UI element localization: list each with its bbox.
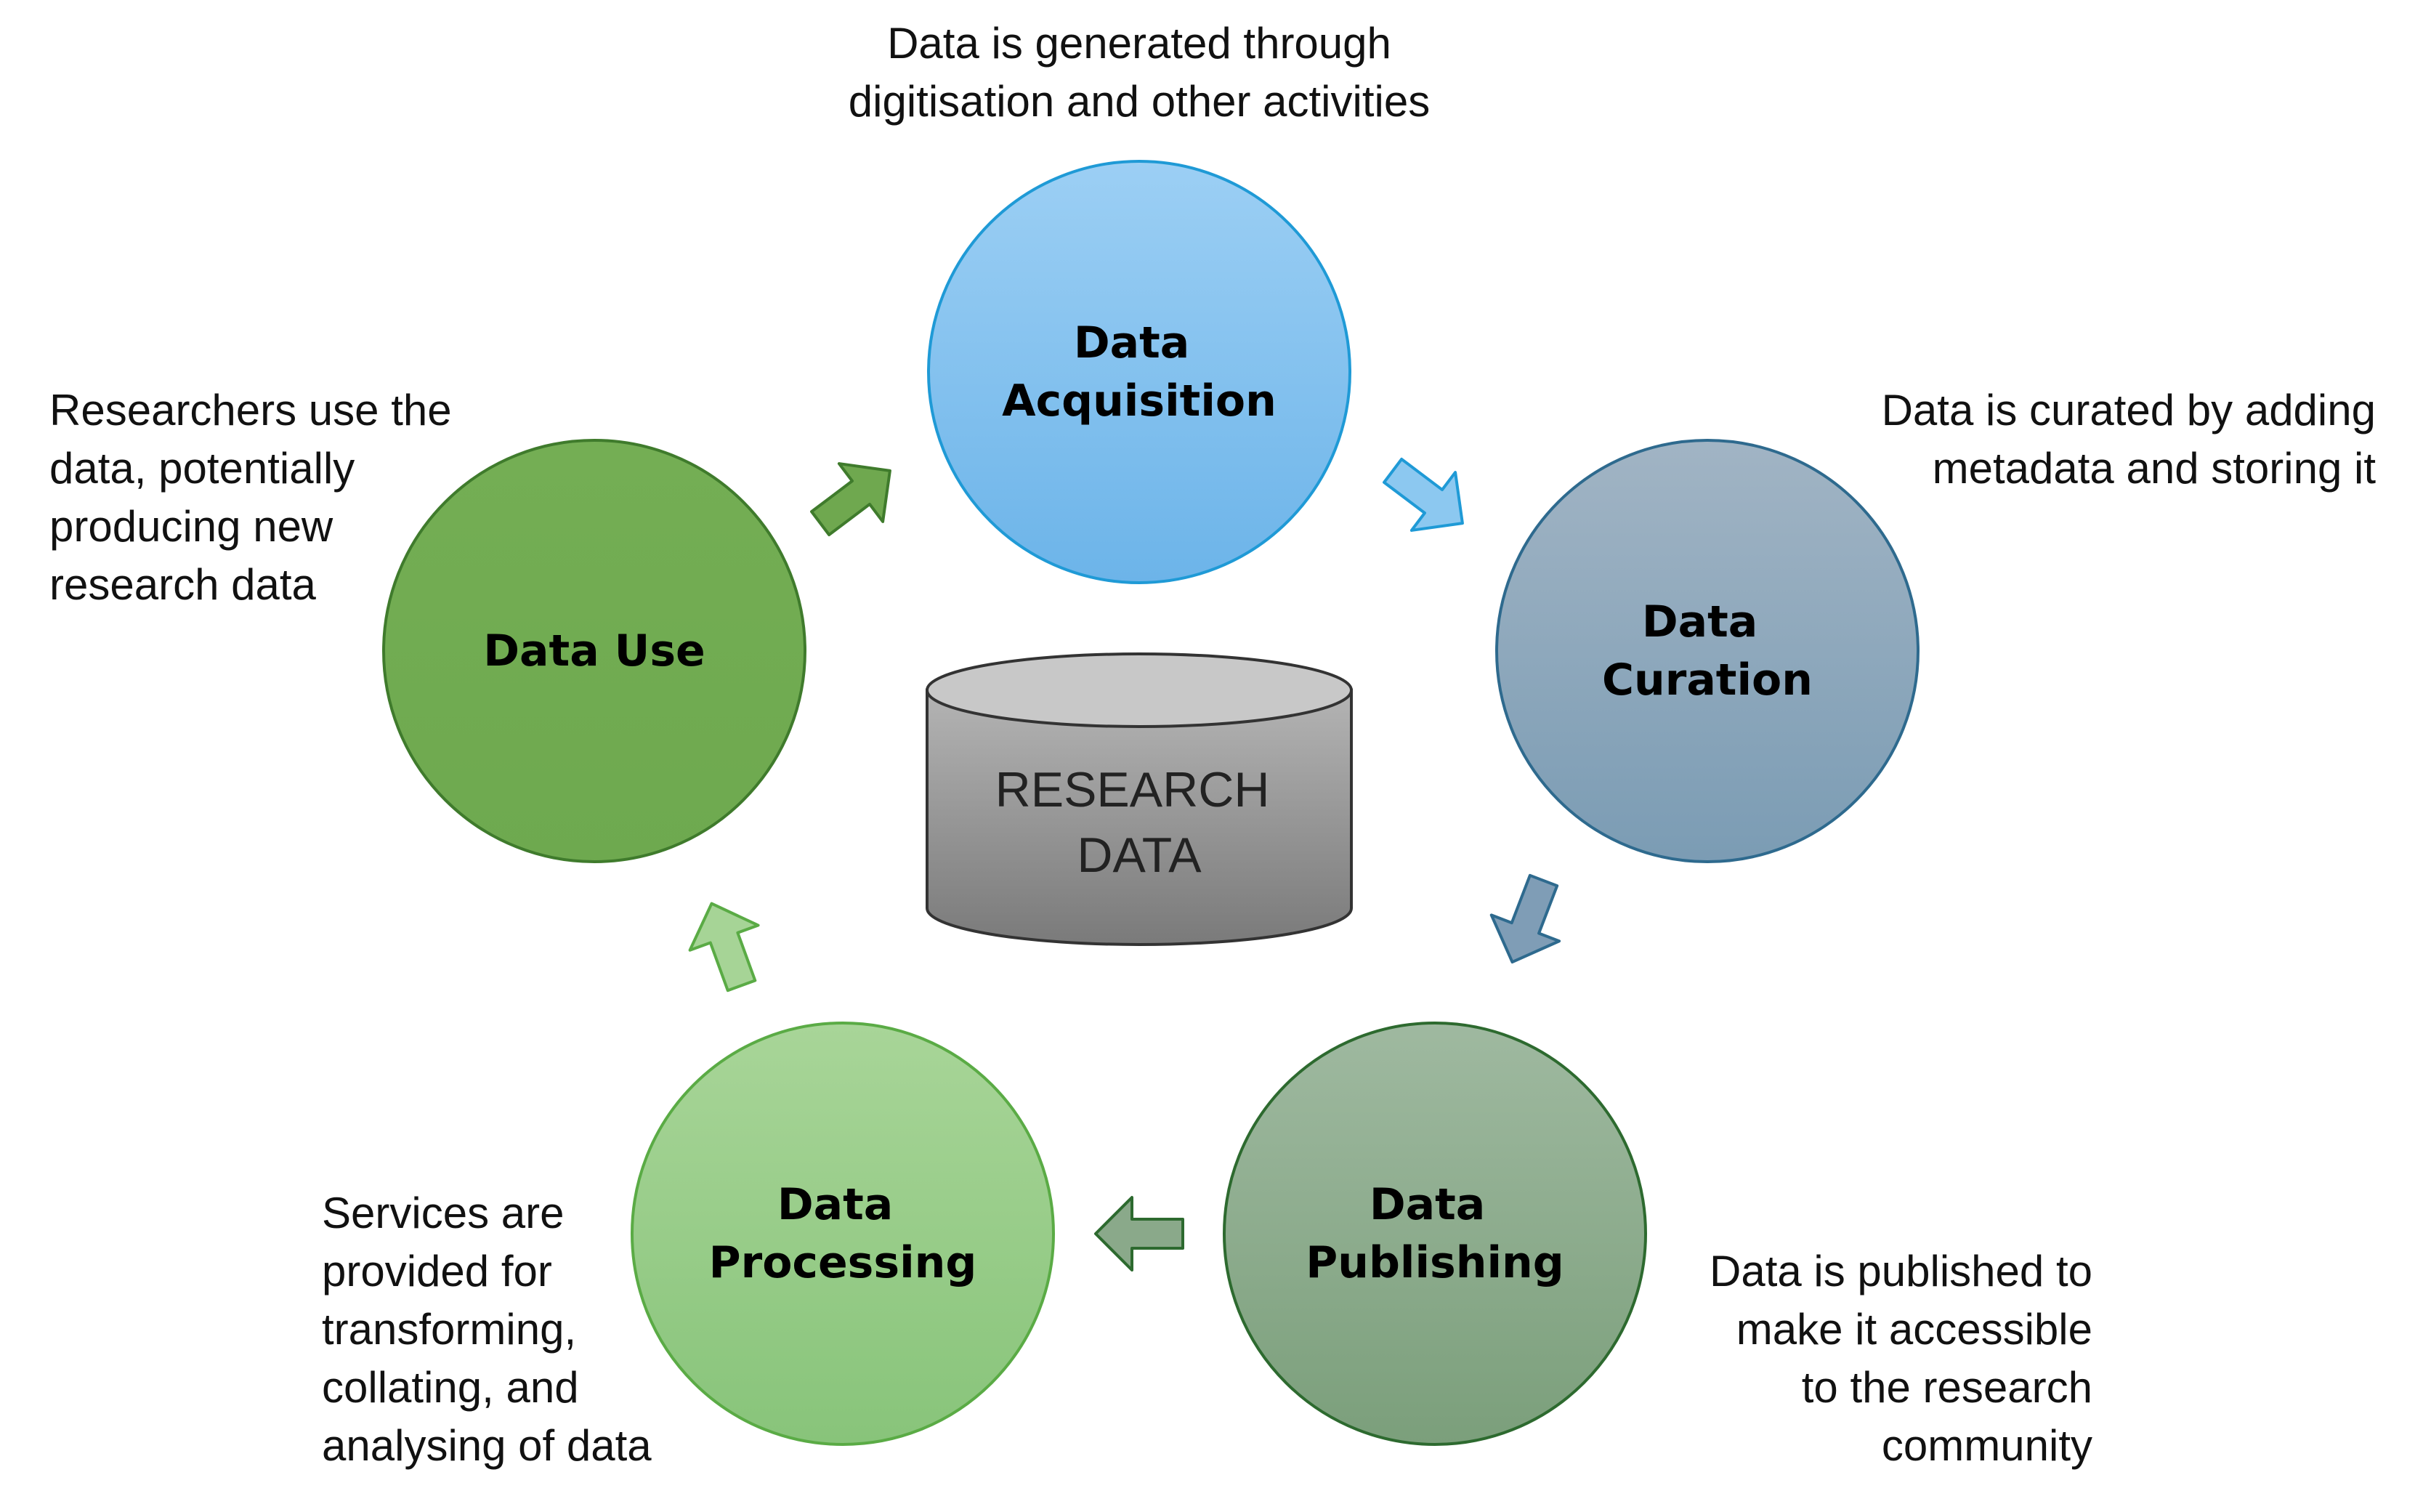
description-processing-line-2: provided for — [322, 1247, 552, 1295]
block-arrow-outline — [1489, 873, 1561, 964]
database-label-line-1: RESEARCH — [995, 762, 1270, 817]
description-processing-line-5: analysing of data — [322, 1421, 652, 1470]
database-label-line-2: DATA — [1077, 828, 1202, 883]
description-processing: Services are provided for transforming, … — [322, 1184, 758, 1475]
stage-circle-curation — [1495, 439, 1920, 863]
stage-circle-processing — [631, 1022, 1055, 1446]
svg-text:Data Use: Data Use — [483, 626, 705, 676]
description-publishing-line-2: make it accessible — [1736, 1305, 2092, 1354]
svg-text:Data Publishing: Data Publishing — [1306, 1179, 1564, 1288]
stage-label-curation-line-1: Data — [1642, 597, 1757, 647]
description-use: Researchers use the data, potentially pr… — [49, 381, 514, 614]
stage-label-use: Data Use — [483, 626, 705, 676]
description-use-line-1: Researchers use the — [49, 386, 452, 434]
block-arrow-outline — [1094, 1196, 1184, 1272]
block-arrow-icon — [1096, 1197, 1183, 1270]
arrow-curation-to-publishing — [1489, 873, 1561, 964]
stage-publishing: Data Publishing — [1223, 1022, 1647, 1446]
description-processing-line-1: Services are — [322, 1189, 565, 1237]
description-curation: Data is curated by adding metadata and s… — [1722, 381, 2376, 498]
description-curation-line-2: metadata and storing it — [1932, 444, 2376, 493]
svg-text:Data Curation: Data Curation — [1602, 597, 1813, 706]
stage-label-acquisition-line-2: Acquisition — [1002, 376, 1277, 426]
stage-acquisition: Data Acquisition — [927, 160, 1351, 584]
description-acquisition-line-1: Data is generated through — [887, 19, 1391, 68]
block-arrow-icon — [689, 903, 759, 991]
block-arrow-icon — [1384, 458, 1463, 530]
block-arrow-outline — [688, 902, 760, 992]
description-curation-line-1: Data is curated by adding — [1881, 386, 2376, 434]
arrow-processing-to-use — [688, 902, 760, 992]
block-arrow-outline — [810, 462, 891, 537]
stage-label-publishing-line-2: Publishing — [1306, 1237, 1564, 1288]
stage-label-curation-line-2: Curation — [1602, 655, 1813, 706]
description-acquisition: Data is generated through digitisation a… — [776, 15, 1502, 131]
block-arrow-outline — [1383, 457, 1464, 532]
block-arrow-icon — [1491, 875, 1560, 963]
block-arrow-icon — [812, 464, 890, 535]
description-acquisition-line-2: digitisation and other activities — [848, 77, 1431, 126]
arrow-publishing-to-processing — [1094, 1196, 1184, 1272]
arrow-use-to-acquisition — [810, 462, 891, 537]
stage-label-publishing-line-1: Data — [1370, 1179, 1485, 1230]
description-publishing: Data is published to make it accessible … — [1598, 1242, 2092, 1475]
stage-curation: Data Curation — [1495, 439, 1920, 863]
svg-text:Data Acquisition: Data Acquisition — [1002, 318, 1277, 426]
research-data-cylinder: RESEARCH DATA — [926, 652, 1353, 946]
description-publishing-line-4: community — [1881, 1421, 2092, 1470]
svg-text:RESEARCH DATA: RESEARCH DATA — [995, 762, 1284, 883]
stage-label-processing-line-1: Data — [777, 1179, 893, 1230]
description-use-line-3: producing new — [49, 502, 333, 551]
description-use-line-4: research data — [49, 560, 316, 609]
stage-circle-publishing — [1223, 1022, 1647, 1446]
stage-processing: Data Processing — [631, 1022, 1055, 1446]
svg-text:Data Processing: Data Processing — [709, 1179, 977, 1288]
stage-circle-acquisition — [927, 160, 1351, 584]
stage-label-acquisition-line-1: Data — [1074, 318, 1189, 368]
stage-label-processing-line-2: Processing — [709, 1237, 977, 1288]
stage-circle-use — [382, 439, 806, 863]
stage-use: Data Use — [382, 439, 806, 863]
description-processing-line-4: collating, and — [322, 1363, 579, 1412]
description-publishing-line-3: to the research — [1801, 1363, 2092, 1412]
description-publishing-line-1: Data is published to — [1710, 1247, 2092, 1295]
arrow-acquisition-to-curation — [1383, 457, 1464, 532]
description-use-line-2: data, potentially — [49, 444, 355, 493]
description-processing-line-3: transforming, — [322, 1305, 577, 1354]
